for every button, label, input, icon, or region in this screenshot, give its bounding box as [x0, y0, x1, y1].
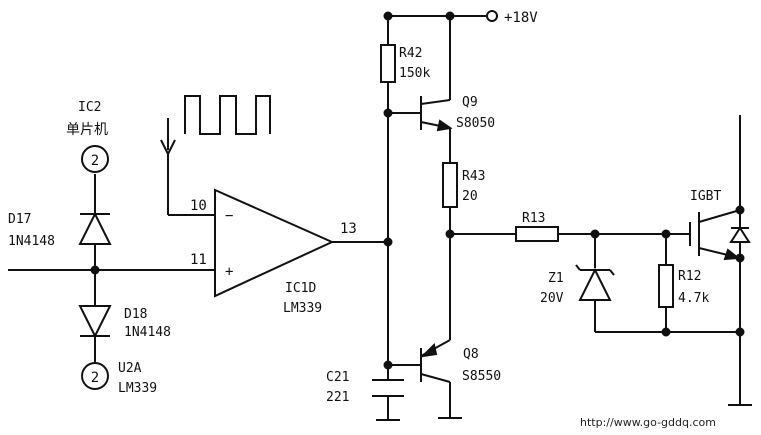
u2a-ref: U2A: [118, 361, 142, 376]
r42-resistor: R42 150k: [380, 44, 430, 83]
ic2-terminal: IC2 单片机 2: [66, 100, 109, 173]
q8-part: S8550: [462, 369, 501, 384]
d18-diode: D18 1N4148: [78, 305, 171, 340]
d17-ref: D17: [8, 212, 31, 227]
ic2-pin: 2: [91, 153, 99, 169]
r12-value: 4.7k: [678, 291, 709, 306]
supply-terminal: +18V: [486, 10, 538, 26]
ic1d-ref: IC1D: [285, 281, 316, 296]
q9-npn-transistor: Q9 S8050: [420, 95, 495, 132]
watermark-url: http://www.go-gddq.com: [580, 416, 716, 429]
input-arrow-icon: [160, 118, 176, 157]
ic2-name: 单片机: [66, 122, 108, 138]
r12-ref: R12: [678, 269, 701, 284]
ic1d-comparator: − + 10 11 13 IC1D LM339: [190, 188, 357, 316]
r12-resistor: R12 4.7k: [658, 264, 709, 308]
q9-part: S8050: [456, 116, 495, 131]
c21-ref: C21: [326, 370, 349, 385]
z1-ref: Z1: [548, 271, 564, 286]
u2a-part: LM339: [118, 381, 157, 396]
ic1d-plus-sign: +: [225, 264, 233, 280]
d18-part: 1N4148: [124, 325, 171, 340]
q9-ref: Q9: [462, 95, 478, 110]
u2a-terminal: 2 U2A LM339: [81, 361, 157, 396]
q8-ref: Q8: [463, 347, 479, 362]
pwm-waveform-icon: [184, 95, 271, 135]
d18-ref: D18: [124, 307, 147, 322]
u2a-pin: 2: [91, 370, 99, 386]
ic1d-pin-13: 13: [340, 221, 357, 237]
ic1d-part: LM339: [283, 301, 322, 316]
ic2-ref: IC2: [78, 100, 101, 115]
z1-zener-diode: Z1 20V: [540, 264, 615, 306]
junction-dots: [90, 11, 745, 370]
ic1d-minus-sign: −: [225, 208, 233, 224]
r13-resistor: R13: [515, 211, 559, 242]
r43-value: 20: [462, 189, 478, 204]
r42-value: 150k: [399, 66, 430, 81]
z1-value: 20V: [540, 291, 564, 306]
igbt-ref: IGBT: [690, 189, 721, 204]
ic1d-pin-10: 10: [190, 198, 207, 214]
ic1d-pin-11: 11: [190, 252, 207, 268]
r42-ref: R42: [399, 46, 422, 61]
q8-pnp-transistor: Q8 S8550: [420, 339, 501, 384]
supply-label: +18V: [504, 10, 538, 26]
r13-ref: R13: [522, 211, 545, 226]
r43-ref: R43: [462, 169, 485, 184]
c21-value: 221: [326, 390, 349, 405]
igbt-transistor: IGBT: [689, 189, 751, 263]
r43-resistor: R43 20: [442, 162, 485, 208]
c21-capacitor: C21 221: [326, 370, 404, 405]
d17-diode: D17 1N4148: [8, 211, 112, 249]
d17-part: 1N4148: [8, 234, 55, 249]
